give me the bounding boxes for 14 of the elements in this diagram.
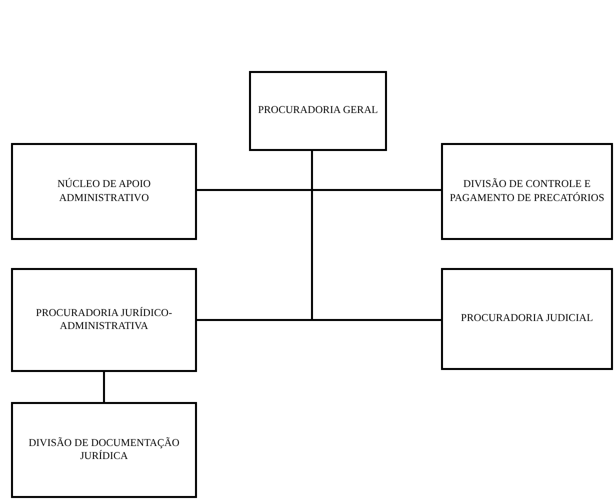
unit-name: DIVISÃO DE DOCUMENTAÇÃO JURÍDICA (28, 436, 180, 464)
org-unit-box (249, 71, 387, 151)
org-unit-box (11, 402, 197, 498)
org-unit-box (441, 143, 613, 240)
unit-name: NÚCLEO DE APOIO ADMINISTRATIVO (56, 178, 152, 205)
unit-name: PROCURADORIA JUDICIAL (460, 312, 594, 326)
org-unit-box (11, 268, 197, 372)
connector-line (103, 372, 105, 402)
unit-name: PROCURADORIA JURÍDICO-ADMINISTRATIVA (34, 306, 174, 334)
unit-name: PROCURADORIA GERAL (258, 104, 378, 118)
connector-line (311, 151, 441, 321)
org-unit-box (11, 143, 197, 240)
unit-name: DIVISÃO DE CONTROLE E PAGAMENTO DE PRECATÓRIOS (448, 178, 606, 205)
org-unit-box (441, 268, 613, 370)
